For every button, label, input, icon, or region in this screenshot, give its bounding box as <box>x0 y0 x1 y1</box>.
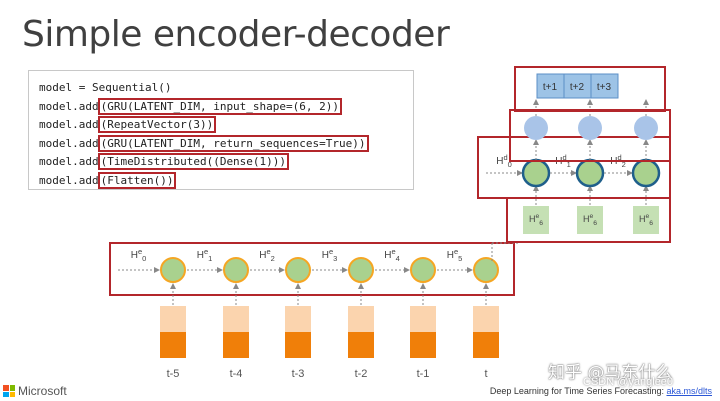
credit-text: Deep Learning for Time Series Forecastin… <box>489 386 667 396</box>
credit-link[interactable]: aka.ms/dlts <box>666 386 712 396</box>
repeat-vector-label: He6 <box>529 213 543 227</box>
encoder-hidden-label: He2 <box>259 247 275 263</box>
encoder-gru-node <box>223 257 249 283</box>
dense-node <box>634 116 658 140</box>
input-feature-cell-light <box>285 306 311 332</box>
highlighted-arg: (GRU(LATENT_DIM, input_shape=(6, 2)) <box>97 97 343 115</box>
code-text: model.add <box>39 173 99 187</box>
highlighted-arg: (RepeatVector(3)) <box>97 116 217 134</box>
encoder-gru-node <box>285 257 311 283</box>
slide-title: Simple encoder-decoder <box>22 14 450 55</box>
input-feature-cell-dark <box>285 332 311 358</box>
decoder-gru-highlight <box>477 136 671 199</box>
time-step-label: t-1 <box>417 368 430 380</box>
input-feature-cell-light <box>473 306 499 332</box>
decoder-gru-node <box>575 158 605 188</box>
output-timestep-label: t+3 <box>597 82 612 93</box>
microsoft-brand: Microsoft <box>18 384 67 398</box>
decoder-hidden-label: Hd0 <box>496 153 512 169</box>
footer-credit: Deep Learning for Time Series Forecastin… <box>490 386 712 396</box>
repeat-vector-label: He6 <box>639 213 653 227</box>
code-line: model.add(TimeDistributed((Dense(1))) <box>39 153 403 172</box>
highlighted-arg: (GRU(LATENT_DIM, return_sequences=True)) <box>97 134 369 152</box>
code-line: model = Sequential() <box>39 79 403 98</box>
code-line: model.add(Flatten()) <box>39 171 403 191</box>
input-feature-cell-dark <box>160 332 186 358</box>
microsoft-logo-icon <box>3 385 15 397</box>
code-line: model.add(GRU(LATENT_DIM, return_sequenc… <box>39 134 403 154</box>
output-vector <box>536 73 619 99</box>
time-step-label: t-4 <box>230 368 243 380</box>
code-text: model.add <box>39 136 99 150</box>
input-feature-cell-light <box>410 306 436 332</box>
input-feature-cell-dark <box>348 332 374 358</box>
encoder-hidden-label: He3 <box>322 247 338 263</box>
flatten-output-highlight <box>514 66 666 112</box>
input-feature-cell-dark <box>410 332 436 358</box>
code-text: model.add <box>39 118 99 132</box>
repeat-vector-label: He6 <box>583 213 597 227</box>
code-block: model = Sequential() model.add(GRU(LATEN… <box>28 70 414 190</box>
encoder-hidden-label: He0 <box>131 247 147 263</box>
encoder-gru-highlight <box>109 242 515 296</box>
input-feature-cell-light <box>348 306 374 332</box>
repeat-vector-cell <box>633 206 659 234</box>
decoder-gru-node <box>521 158 551 188</box>
output-timestep-label: t+2 <box>570 82 585 93</box>
encoder-gru-node <box>348 257 374 283</box>
dense-node <box>524 116 548 140</box>
encoder-hidden-label: He1 <box>197 247 213 263</box>
input-feature-cell-dark <box>223 332 249 358</box>
csdn-watermark: CSDN @yanglee0 <box>583 376 674 388</box>
encoder-hidden-label: He5 <box>447 247 463 263</box>
input-feature-cell-light <box>160 306 186 332</box>
highlighted-arg: (Flatten()) <box>97 171 177 189</box>
code-line: model.add(RepeatVector(3)) <box>39 116 403 135</box>
highlighted-arg: (TimeDistributed((Dense(1))) <box>97 153 290 171</box>
input-feature-cell-dark <box>473 332 499 358</box>
zhihu-watermark: 知乎 @马东什么 <box>548 363 673 383</box>
code-text: model = Sequential() <box>39 81 172 94</box>
input-feature-cell-light <box>223 306 249 332</box>
repeat-vector-cell <box>523 206 549 234</box>
time-step-label: t <box>484 368 487 380</box>
encoder-gru-node <box>473 257 499 283</box>
encoder-hidden-label: He4 <box>384 247 400 263</box>
code-text: model.add <box>39 99 99 113</box>
dense-node <box>578 116 602 140</box>
code-text: model.add <box>39 155 99 169</box>
time-step-label: t-3 <box>292 368 305 380</box>
encoder-gru-node <box>410 257 436 283</box>
decoder-gru-node <box>631 158 661 188</box>
encoder-gru-node <box>160 257 186 283</box>
repeat-vector-cell <box>577 206 603 234</box>
output-timestep-label: t+1 <box>543 82 558 93</box>
code-line: model.add(GRU(LATENT_DIM, input_shape=(6… <box>39 97 403 117</box>
time-step-label: t-2 <box>355 368 368 380</box>
time-step-label: t-5 <box>167 368 180 380</box>
